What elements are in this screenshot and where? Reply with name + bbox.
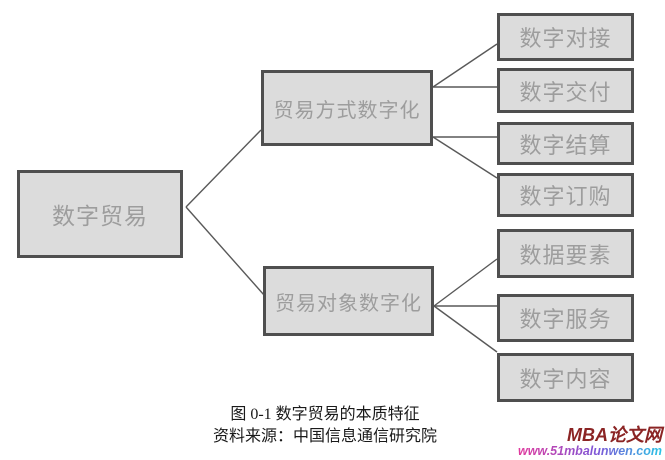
node-digital-trade: 数字贸易 (17, 170, 183, 258)
watermark: MBA论文网 www.51mbalunwen.com (518, 426, 662, 458)
node-trade-object-digitalization: 贸易对象数字化 (263, 266, 434, 336)
connector-branch1-to-leaf-4 (433, 258, 498, 307)
connector-branch0-to-leaf-0 (432, 43, 498, 88)
watermark-site-name: MBA论文网 (567, 424, 662, 445)
node-digital-services: 数字服务 (497, 294, 634, 342)
connector-root-to-branch-0 (185, 129, 262, 208)
node-digital-docking: 数字对接 (497, 13, 634, 61)
node-digital-ordering: 数字订购 (497, 173, 634, 217)
figure-caption-source: 资料来源：中国信息通信研究院 (212, 428, 437, 445)
node-digital-settlement: 数字结算 (497, 122, 634, 165)
connector-branch0-to-leaf-3 (432, 136, 498, 179)
node-data-elements: 数据要素 (497, 229, 634, 278)
connector-branch1-to-leaf-6 (433, 305, 498, 353)
node-trade-mode-digitalization: 贸易方式数字化 (261, 70, 433, 146)
node-digital-delivery: 数字交付 (497, 68, 634, 113)
connector-root-to-branch-1 (185, 206, 265, 296)
watermark-site-url: www.51mbalunwen.com (517, 443, 662, 458)
node-digital-content: 数字内容 (497, 353, 634, 402)
figure-caption: 图 0-1 数字贸易的本质特征 资料来源：中国信息通信研究院 (0, 404, 650, 448)
figure-caption-title: 图 0-1 数字贸易的本质特征 (230, 406, 420, 423)
